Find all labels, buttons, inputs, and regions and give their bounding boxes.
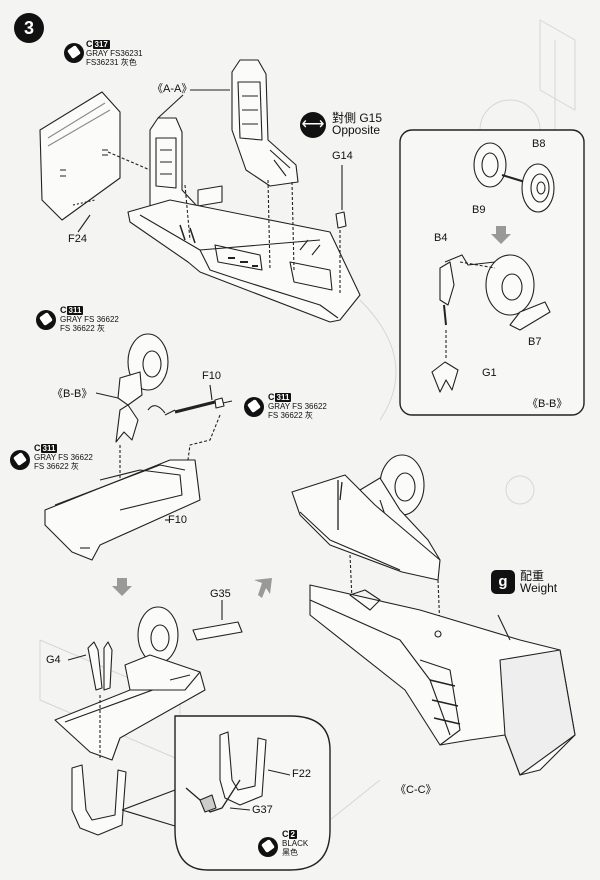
paint-name-cn: 黑色 (282, 848, 298, 857)
weight-text-cn: 配重 (520, 569, 545, 583)
clamp-part (71, 764, 127, 836)
section-aa-label: 《A-A》 (152, 83, 193, 95)
opposite-label: 對側 G15 Opposite (332, 112, 382, 136)
assembled-gear-bay (54, 606, 206, 761)
paint-prefix: C (34, 443, 41, 453)
paint-name-cn: FS36231 灰色 (86, 58, 137, 67)
weight-badge: g (491, 570, 515, 594)
weight-text: Weight (520, 581, 558, 595)
gear-bay (44, 459, 201, 561)
part-label-f24: F24 (68, 233, 87, 245)
part-label-g14: G14 (332, 150, 353, 162)
paint-code: 2 (288, 830, 297, 839)
paint-name-cn: FS 36622 灰 (34, 462, 79, 471)
part-label-g1: G1 (482, 367, 497, 379)
paint-name: GRAY FS36231 (86, 49, 143, 58)
paint-brush-icon (64, 43, 84, 63)
paint-code: 317 (92, 40, 110, 49)
ejection-seat-front (231, 59, 299, 187)
part-label-f22: F22 (292, 768, 311, 780)
paint-name-cn: FS 36622 灰 (268, 411, 313, 420)
part-label-b9: B9 (472, 204, 486, 216)
section-cc-label: 《C-C》 (395, 784, 437, 796)
paint-name: GRAY FS 36622 (268, 402, 327, 411)
actuator (147, 384, 233, 416)
opposite-part: 對側 G15 (332, 111, 383, 125)
seat-back-panel (39, 91, 121, 221)
section-bb-label: 《B-B》 (52, 388, 93, 400)
main-gear-wheel (115, 333, 169, 443)
paint-brush-icon (36, 310, 56, 330)
part-label-b8: B8 (532, 138, 546, 150)
paint-prefix: C (86, 39, 93, 49)
paint-name: GRAY FS 36622 (34, 453, 93, 462)
part-label-b4: B4 (434, 232, 448, 244)
part-label-f10-actuator: F10 (202, 370, 221, 382)
paint-prefix: C (268, 392, 275, 402)
paint-brush-icon (244, 397, 264, 417)
paint-name-cn: FS 36622 灰 (60, 324, 105, 333)
lower-fuselage (309, 584, 576, 776)
paint-name: GRAY FS 36622 (60, 315, 119, 324)
wheel-hub-parts (473, 142, 555, 213)
paint-name: BLACK (282, 839, 309, 848)
paint-code: 311 (40, 444, 58, 453)
double-arrow-icon: ⟷ (300, 112, 326, 138)
clamp-detail (185, 731, 267, 813)
cockpit-tub (127, 199, 361, 323)
paint-prefix: C (60, 305, 67, 315)
weight-label: 配重 Weight (520, 570, 557, 594)
part-label-g37: G37 (252, 804, 273, 816)
paint-brush-icon (258, 837, 278, 857)
part-label-b7: B7 (528, 336, 542, 348)
step-badge: 3 (14, 13, 44, 43)
paint-code: 311 (66, 306, 84, 315)
paint-code: 311 (274, 393, 292, 402)
paint-prefix: C (282, 829, 289, 839)
paint-brush-icon (10, 450, 30, 470)
part-label-g4: G4 (46, 654, 61, 666)
opposite-text: Opposite (332, 123, 381, 137)
flow-arrows (112, 226, 511, 598)
section-bb-inset-label: 《B-B》 (527, 398, 568, 410)
part-label-f10-bay: F10 (168, 514, 187, 526)
strut-assembly-bb (431, 254, 551, 393)
part-label-g35: G35 (210, 588, 231, 600)
g4-links (87, 641, 113, 691)
